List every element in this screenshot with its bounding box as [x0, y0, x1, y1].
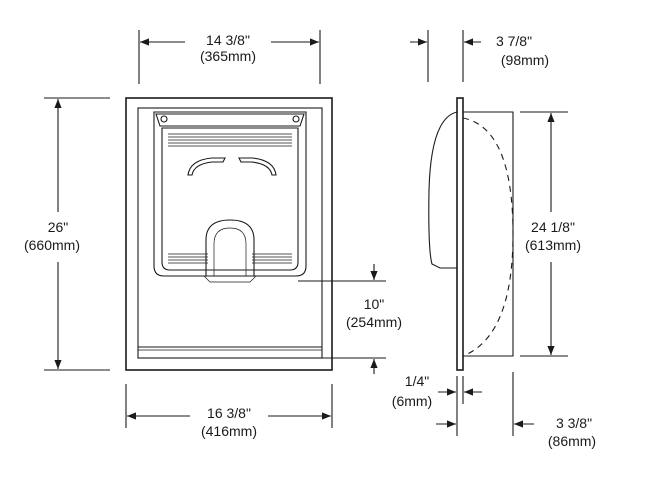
- bottom-width-imperial: 16 3/8": [207, 405, 251, 421]
- recess-depth-imperial: 3 3/8": [556, 415, 592, 431]
- height-imperial: 26": [48, 219, 69, 235]
- top-width-imperial: 14 3/8": [206, 32, 250, 48]
- air-outlet: [205, 219, 255, 276]
- dryer-dome: [428, 111, 458, 269]
- side-view: [410, 30, 568, 436]
- outlet-height-metric: (254mm): [346, 314, 402, 330]
- logo-icon: [187, 157, 226, 176]
- outer-frame: [125, 97, 333, 371]
- recess-box: [463, 111, 514, 357]
- depth-top-metric: (98mm): [501, 52, 549, 68]
- top-width-metric: (365mm): [200, 48, 256, 64]
- flange-imperial: 1/4": [405, 373, 429, 389]
- height-metric: (660mm): [24, 237, 80, 253]
- screw-icon: [160, 115, 168, 123]
- side-height-imperial: 24 1/8": [531, 219, 575, 235]
- wall-flange: [456, 97, 464, 371]
- outlet-height-imperial: 10": [364, 296, 385, 312]
- inner-frame: [137, 107, 323, 359]
- screw-icon: [292, 115, 300, 123]
- flange-metric: (6mm): [392, 393, 432, 409]
- logo-icon: [238, 157, 277, 176]
- side-height-metric: (613mm): [525, 237, 581, 253]
- recess-depth-metric: (86mm): [548, 433, 596, 449]
- hidden-dome-outline: [462, 117, 514, 357]
- dryer-unit: [153, 111, 307, 283]
- bottom-width-metric: (416mm): [201, 423, 257, 439]
- front-view: [44, 30, 386, 428]
- depth-top-imperial: 3 7/8": [496, 33, 532, 49]
